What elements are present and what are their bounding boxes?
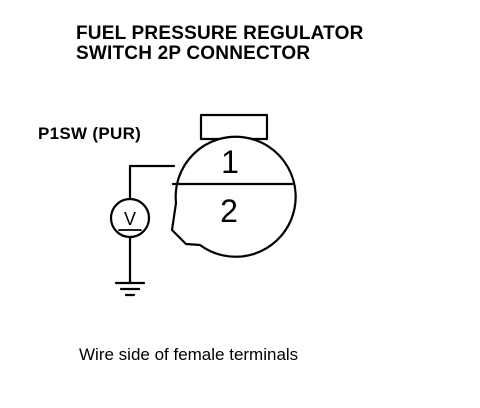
connector-lock-tab: [199, 113, 269, 141]
connector-body: [170, 135, 297, 258]
caption: Wire side of female terminals: [79, 345, 299, 364]
diagram-title-line-1: FUEL PRESSURE REGULATOR: [76, 23, 364, 44]
ground-icon: [114, 281, 146, 297]
probe-lead: [128, 164, 176, 200]
pin-number-1: 1: [221, 144, 239, 180]
pin-number-2: 2: [220, 193, 238, 229]
pin-label: P1SW (PUR): [38, 124, 142, 143]
diagram-title-line-2: SWITCH 2P CONNECTOR: [76, 43, 311, 64]
voltmeter-symbol: V: [124, 209, 136, 229]
diagram-title: FUEL PRESSURE REGULATOR SWITCH 2P CONNEC…: [76, 24, 364, 64]
